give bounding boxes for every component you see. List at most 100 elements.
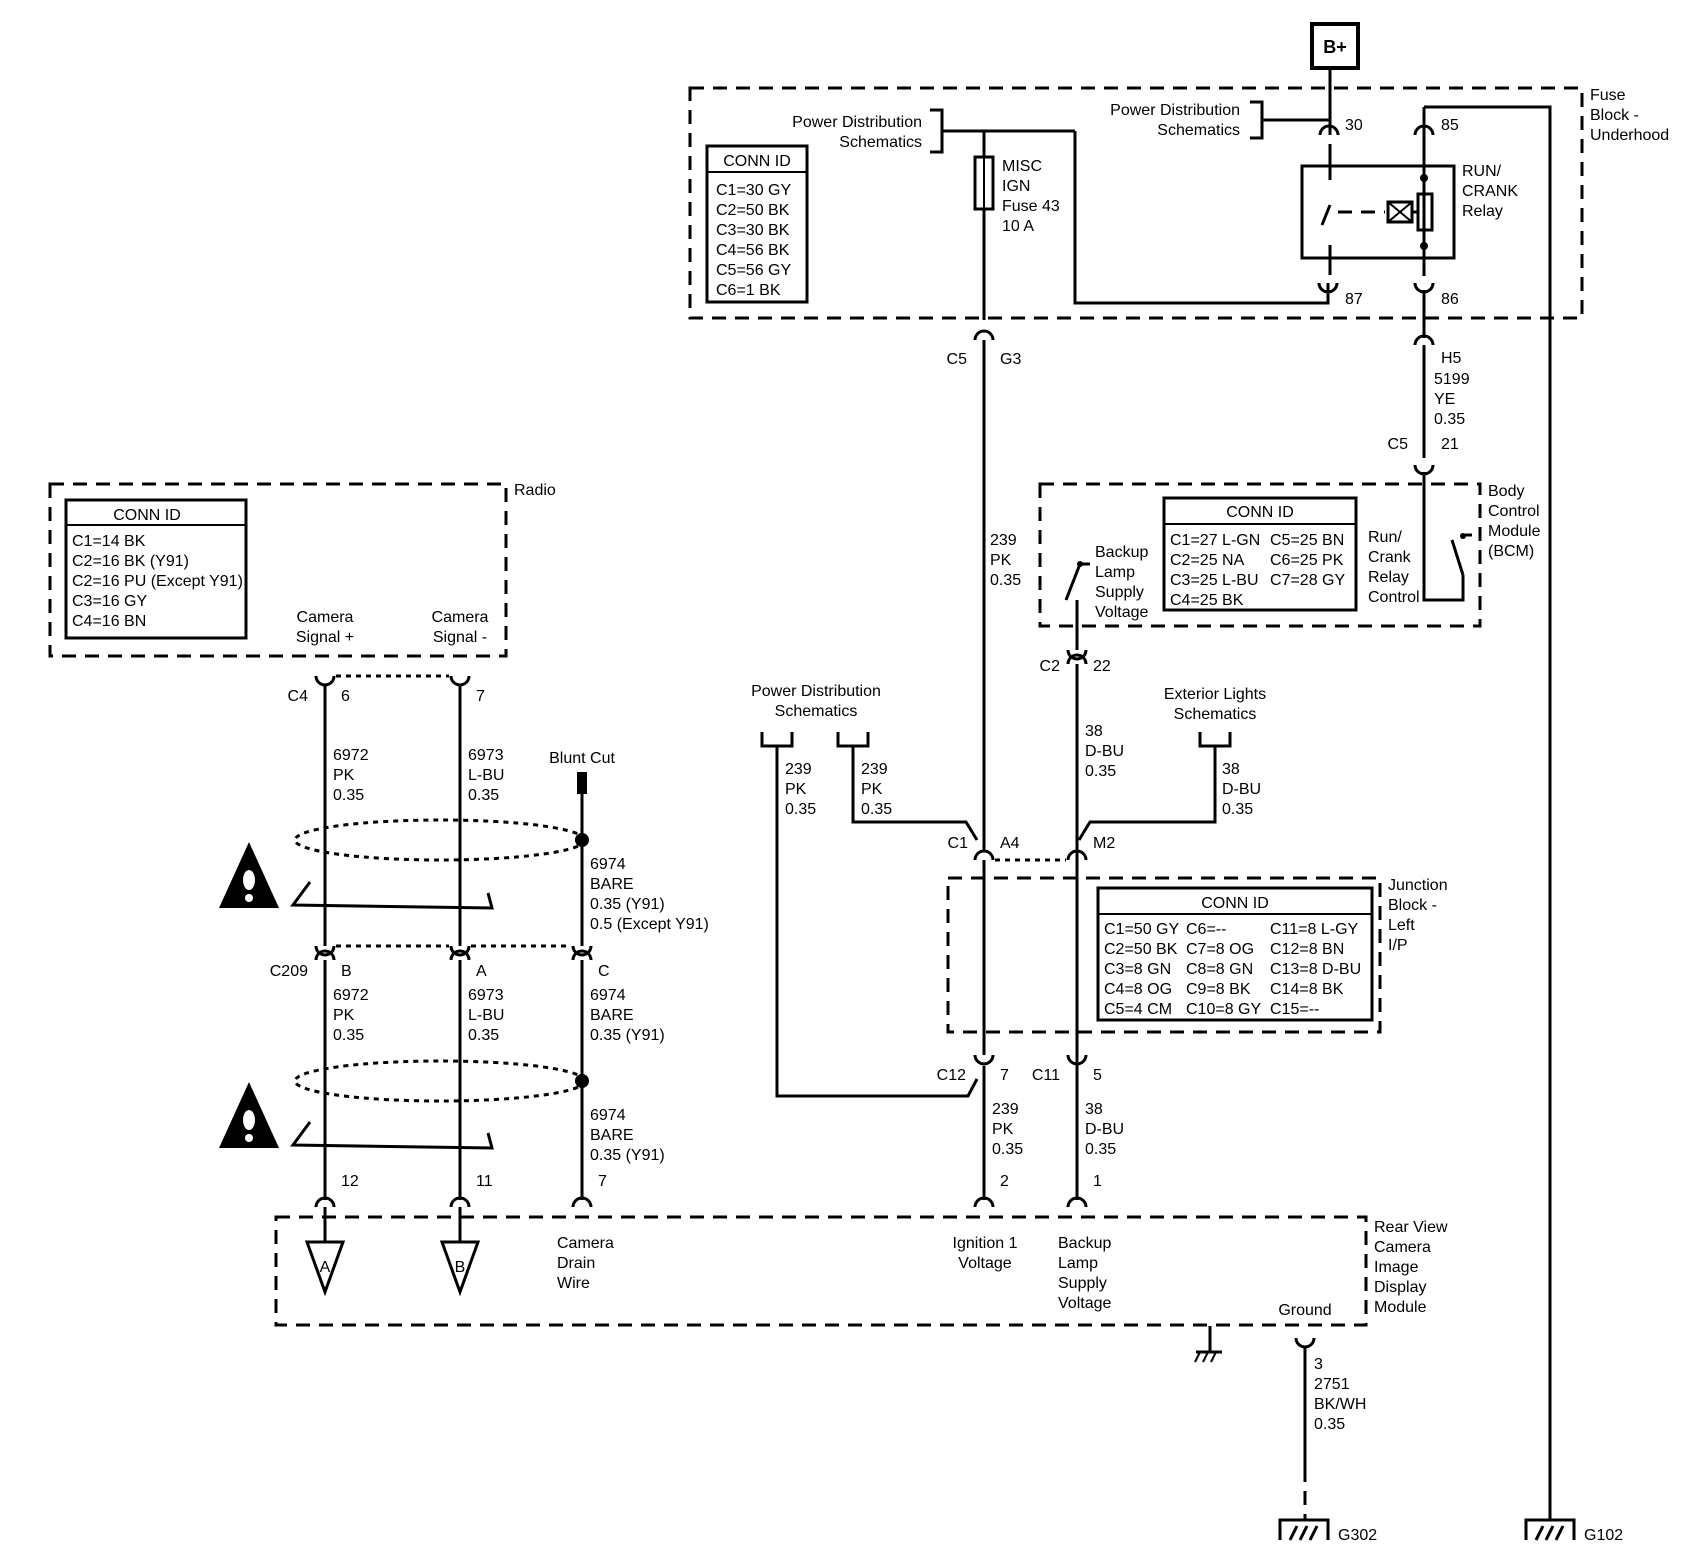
- svg-text:Crank: Crank: [1368, 549, 1412, 566]
- svg-text:7: 7: [598, 1173, 607, 1190]
- svg-text:PK: PK: [333, 767, 355, 784]
- svg-text:C: C: [598, 963, 610, 980]
- svg-text:C12=8 BN: C12=8 BN: [1270, 941, 1344, 958]
- exterior-lights-ref: Exterior Lights Schematics 38 D-BU 0.35: [1077, 686, 1266, 841]
- svg-text:C11=8 L-GY: C11=8 L-GY: [1270, 921, 1359, 938]
- bcm-conn-id-table: CONN ID C1=27 L-GN C2=25 NA C3=25 L-BU C…: [1162, 496, 1358, 612]
- svg-text:Radio: Radio: [514, 482, 556, 499]
- svg-text:2751: 2751: [1314, 1376, 1350, 1393]
- svg-text:B: B: [455, 1259, 466, 1276]
- svg-text:38: 38: [1222, 761, 1240, 778]
- svg-text:Block -: Block -: [1388, 897, 1437, 914]
- svg-text:C6=--: C6=--: [1186, 921, 1226, 938]
- connector-c209: C209 B A C: [270, 944, 610, 1200]
- svg-text:C15=--: C15=--: [1270, 1001, 1319, 1018]
- power-distribution-ref-1: Power Distribution Schematics: [792, 108, 1075, 154]
- svg-text:C12: C12: [937, 1067, 966, 1084]
- svg-text:H5: H5: [1441, 350, 1462, 367]
- wire-6972-pk-a: 6972 PK 0.35: [333, 747, 369, 804]
- svg-text:A4: A4: [1000, 835, 1020, 852]
- svg-text:Voltage: Voltage: [958, 1255, 1011, 1272]
- radio-conn-id-table: CONN ID C1=14 BK C2=16 BK (Y91) C2=16 PU…: [64, 498, 248, 640]
- svg-text:C2=50 BK: C2=50 BK: [716, 202, 790, 219]
- svg-text:C7=8 OG: C7=8 OG: [1186, 941, 1254, 958]
- svg-text:Camera: Camera: [297, 609, 354, 626]
- battery-positive-label: B+: [1310, 22, 1360, 70]
- svg-text:YE: YE: [1434, 391, 1455, 408]
- svg-text:Relay: Relay: [1368, 569, 1409, 586]
- svg-text:3: 3: [1314, 1356, 1323, 1373]
- svg-text:0.35: 0.35: [468, 787, 499, 804]
- svg-text:BARE: BARE: [590, 1127, 634, 1144]
- svg-text:C4=8 OG: C4=8 OG: [1104, 981, 1172, 998]
- svg-text:CONN ID: CONN ID: [113, 507, 181, 524]
- run-crank-relay: RUN/ CRANK Relay 30 85 87 86: [1300, 107, 1518, 308]
- svg-text:BARE: BARE: [590, 1007, 634, 1024]
- svg-text:0.35: 0.35: [333, 1027, 364, 1044]
- wire-5199: H5 5199 YE 0.35 C5 21: [1388, 290, 1470, 476]
- svg-text:239: 239: [861, 761, 888, 778]
- svg-text:0.35 (Y91): 0.35 (Y91): [590, 896, 665, 913]
- svg-text:C5: C5: [1388, 436, 1409, 453]
- svg-text:C13=8 D-BU: C13=8 D-BU: [1270, 961, 1361, 978]
- svg-text:Control: Control: [1368, 589, 1420, 606]
- svg-text:D-BU: D-BU: [1222, 781, 1261, 798]
- svg-text:Relay: Relay: [1462, 203, 1503, 220]
- svg-text:0.35 (Y91): 0.35 (Y91): [590, 1147, 665, 1164]
- connector-c4: C4 6 7: [288, 674, 485, 946]
- ground-wire-2751: 3 2751 BK/WH 0.35: [1294, 1337, 1366, 1520]
- fuse-43: MISC IGN Fuse 43 10 A: [973, 155, 1060, 235]
- svg-text:C3=8 GN: C3=8 GN: [1104, 961, 1171, 978]
- svg-text:85: 85: [1441, 117, 1459, 134]
- wire-6974-bare-c: 6974 BARE 0.35 (Y91): [590, 1107, 665, 1164]
- svg-text:Backup: Backup: [1095, 544, 1148, 561]
- svg-text:C3=25 L-BU: C3=25 L-BU: [1170, 572, 1259, 589]
- svg-text:CONN ID: CONN ID: [1201, 895, 1269, 912]
- svg-text:C1=27 L-GN: C1=27 L-GN: [1170, 532, 1260, 549]
- svg-text:10 A: 10 A: [1002, 218, 1034, 235]
- svg-text:0.35: 0.35: [1085, 1141, 1116, 1158]
- wire-6973-lbu-a: 6973 L-BU 0.35: [468, 747, 504, 804]
- svg-text:C5=25 BN: C5=25 BN: [1270, 532, 1344, 549]
- body-control-module: Body Control Module (BCM) CONN ID C1=27 …: [1038, 472, 1541, 650]
- svg-text:Schematics: Schematics: [839, 134, 922, 151]
- svg-text:L-BU: L-BU: [468, 767, 504, 784]
- svg-text:239: 239: [785, 761, 812, 778]
- svg-text:0.35: 0.35: [1222, 801, 1253, 818]
- svg-text:C2=16 PU (Except Y91): C2=16 PU (Except Y91): [72, 573, 243, 590]
- power-distribution-ref-2: Power Distribution Schematics: [1110, 100, 1330, 140]
- svg-text:C1: C1: [948, 835, 969, 852]
- svg-text:6974: 6974: [590, 1107, 626, 1124]
- svg-text:C1=50 GY: C1=50 GY: [1104, 921, 1179, 938]
- junction-block-left-ip: Junction Block - Left I/P CONN ID C1=50 …: [946, 876, 1448, 1034]
- twisted-pair-shield-2: [290, 1059, 589, 1150]
- svg-text:C209: C209: [270, 963, 308, 980]
- svg-text:C4=25 BK: C4=25 BK: [1170, 592, 1244, 609]
- svg-text:7: 7: [476, 688, 485, 705]
- svg-text:0.35: 0.35: [468, 1027, 499, 1044]
- svg-text:Voltage: Voltage: [1095, 604, 1148, 621]
- svg-text:Power Distribution: Power Distribution: [1110, 102, 1240, 119]
- svg-text:C2=50 BK: C2=50 BK: [1104, 941, 1178, 958]
- svg-text:CONN ID: CONN ID: [1226, 504, 1294, 521]
- svg-text:Image: Image: [1374, 1259, 1419, 1276]
- svg-text:BARE: BARE: [590, 876, 634, 893]
- svg-text:Ignition 1: Ignition 1: [953, 1235, 1018, 1252]
- warning-icon: [219, 842, 279, 908]
- fuse-block-underhood: Fuse Block - Underhood CONN ID C1=30 GY …: [688, 68, 1669, 1520]
- svg-text:D-BU: D-BU: [1085, 1121, 1124, 1138]
- svg-text:MISC: MISC: [1002, 158, 1042, 175]
- svg-text:IGN: IGN: [1002, 178, 1030, 195]
- svg-text:Power Distribution: Power Distribution: [792, 114, 922, 131]
- svg-text:87: 87: [1345, 291, 1363, 308]
- junction-conn-id-table: CONN ID C1=50 GY C2=50 BK C3=8 GN C4=8 O…: [1096, 886, 1374, 1022]
- svg-text:Camera: Camera: [432, 609, 489, 626]
- svg-text:C14=8 BK: C14=8 BK: [1270, 981, 1344, 998]
- svg-text:Block -: Block -: [1590, 107, 1639, 124]
- svg-text:38: 38: [1085, 723, 1103, 740]
- svg-text:Schematics: Schematics: [1174, 706, 1257, 723]
- svg-text:Supply: Supply: [1058, 1275, 1107, 1292]
- svg-text:Rear View: Rear View: [1374, 1219, 1448, 1236]
- svg-text:D-BU: D-BU: [1085, 743, 1124, 760]
- svg-text:L-BU: L-BU: [468, 1007, 504, 1024]
